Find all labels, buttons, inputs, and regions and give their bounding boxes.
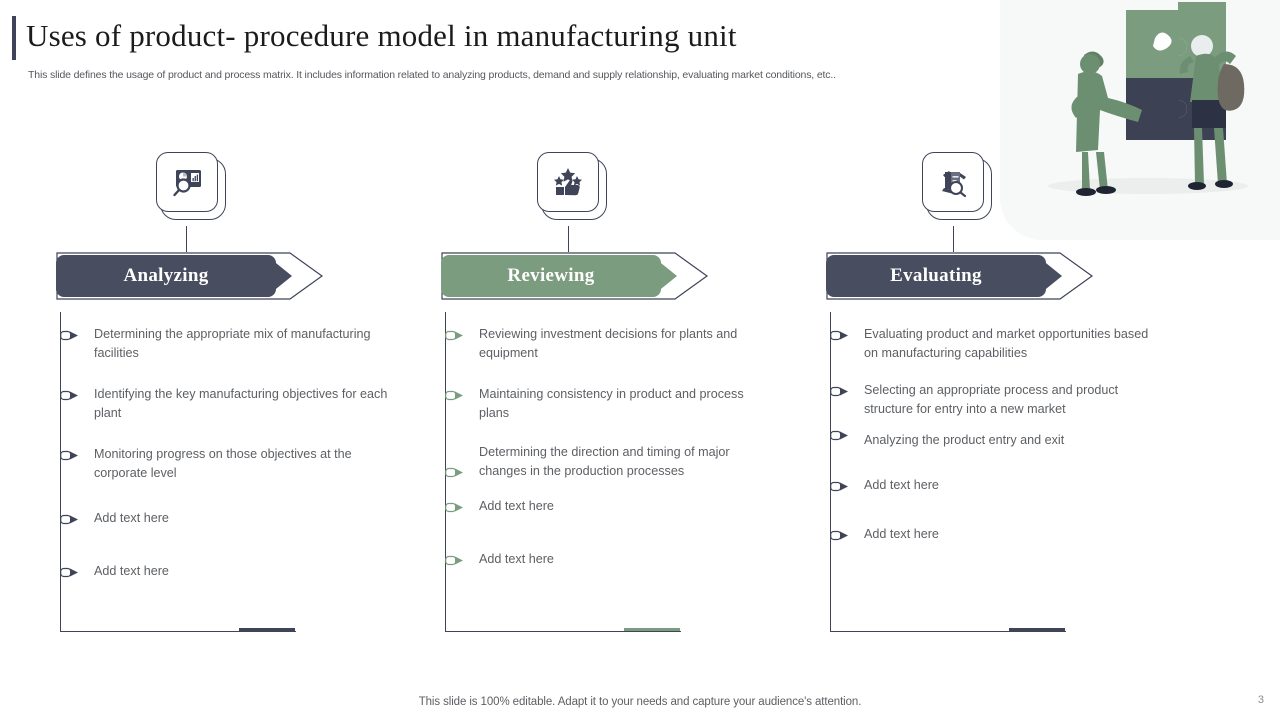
list-item[interactable]: Add text here	[445, 550, 775, 569]
list-item: Maintaining consistency in product and p…	[445, 385, 775, 423]
banner-label: Reviewing	[507, 265, 595, 286]
page-title: Uses of product- procedure model in manu…	[26, 18, 737, 53]
list-item-label: Monitoring progress on those objectives …	[94, 447, 352, 480]
list-item: Analyzing the product entry and exit	[830, 429, 1150, 450]
footer-note: This slide is 100% editable. Adapt it to…	[418, 696, 862, 708]
bullet-list-analyzing: Determining the appropriate mix of manuf…	[60, 325, 390, 603]
column-rail-accent-evaluating	[1009, 628, 1065, 632]
column-rail-analyzing	[60, 312, 62, 632]
arrow-bullet-icon	[60, 566, 82, 579]
arrow-bullet-icon	[830, 329, 852, 342]
bullet-list-evaluating: Evaluating product and market opportunit…	[830, 325, 1150, 566]
list-item-label: Reviewing investment decisions for plant…	[479, 327, 738, 360]
list-item: Monitoring progress on those objectives …	[60, 445, 390, 483]
list-item[interactable]: Add text here	[830, 525, 1150, 544]
list-item: Evaluating product and market opportunit…	[830, 325, 1150, 363]
connector-line-evaluating	[953, 226, 955, 252]
list-item-label: Determining the direction and timing of …	[479, 445, 730, 478]
list-item: Determining the direction and timing of …	[445, 443, 775, 481]
list-item[interactable]: Add text here	[445, 497, 775, 516]
thumbs-up-stars-icon	[537, 152, 599, 212]
list-item-label: Add text here	[479, 552, 554, 566]
list-item[interactable]: Add text here	[830, 476, 1150, 495]
page-subtitle: This slide defines the usage of product …	[28, 69, 836, 81]
banner-evaluating[interactable]: Evaluating	[826, 252, 1096, 300]
arrow-bullet-icon	[445, 501, 467, 514]
banner-arrow-tip	[1036, 255, 1062, 297]
arrow-bullet-icon	[830, 429, 852, 442]
list-item[interactable]: Add text here	[60, 509, 390, 528]
connector-line-analyzing	[186, 226, 188, 252]
illustration-panel	[1000, 0, 1280, 240]
list-item: Identifying the key manufacturing object…	[60, 385, 390, 423]
list-item-label: Add text here	[864, 527, 939, 541]
list-item-label: Add text here	[479, 499, 554, 513]
documents-magnifier-icon	[922, 152, 984, 212]
banner-arrow-tip	[651, 255, 677, 297]
list-item: Determining the appropriate mix of manuf…	[60, 325, 390, 363]
banner-reviewing[interactable]: Reviewing	[441, 252, 711, 300]
banner-arrow-tip	[266, 255, 292, 297]
connector-line-reviewing	[568, 226, 570, 252]
column-rail-foot-evaluating	[830, 631, 1066, 633]
bullet-list-reviewing: Reviewing investment decisions for plant…	[445, 325, 775, 591]
arrow-bullet-icon	[60, 389, 82, 402]
list-item: Reviewing investment decisions for plant…	[445, 325, 775, 363]
arrow-bullet-icon	[445, 554, 467, 567]
arrow-bullet-icon	[830, 529, 852, 542]
column-rail-evaluating	[830, 312, 832, 632]
list-item-label: Evaluating product and market opportunit…	[864, 327, 1149, 360]
two-people-assembling-puzzle-illustration	[1048, 2, 1248, 196]
list-item-label: Add text here	[94, 511, 169, 525]
arrow-bullet-icon	[445, 466, 467, 479]
list-item: Selecting an appropriate process and pro…	[830, 381, 1150, 419]
list-item-label: Add text here	[864, 478, 939, 492]
page-number: 3	[1257, 694, 1264, 706]
arrow-bullet-icon	[830, 385, 852, 398]
icon-badge-analyzing[interactable]	[156, 152, 230, 226]
column-rail-accent-analyzing	[239, 628, 295, 632]
banner-analyzing[interactable]: Analyzing	[56, 252, 326, 300]
banner-label: Analyzing	[123, 265, 209, 286]
banner-body-reviewing: Reviewing	[441, 255, 661, 297]
arrow-bullet-icon	[60, 329, 82, 342]
arrow-bullet-icon	[60, 513, 82, 526]
banner-body-evaluating: Evaluating	[826, 255, 1046, 297]
title-accent-bar	[12, 16, 16, 60]
arrow-bullet-icon	[60, 449, 82, 462]
list-item-label: Maintaining consistency in product and p…	[479, 387, 744, 420]
list-item-label: Determining the appropriate mix of manuf…	[94, 327, 371, 360]
list-item-label: Selecting an appropriate process and pro…	[864, 383, 1119, 416]
column-rail-foot-analyzing	[60, 631, 296, 633]
column-rail-accent-reviewing	[624, 628, 680, 632]
icon-badge-evaluating[interactable]	[922, 152, 996, 226]
banner-label: Evaluating	[890, 265, 982, 286]
arrow-bullet-icon	[445, 389, 467, 402]
list-item[interactable]: Add text here	[60, 562, 390, 581]
arrow-bullet-icon	[445, 329, 467, 342]
chart-board-magnifier-icon	[156, 152, 218, 212]
arrow-bullet-icon	[830, 480, 852, 493]
banner-body-analyzing: Analyzing	[56, 255, 276, 297]
list-item-label: Identifying the key manufacturing object…	[94, 387, 388, 420]
column-rail-foot-reviewing	[445, 631, 681, 633]
list-item-label: Add text here	[94, 564, 169, 578]
list-item-label: Analyzing the product entry and exit	[864, 433, 1065, 447]
icon-badge-reviewing[interactable]	[537, 152, 611, 226]
